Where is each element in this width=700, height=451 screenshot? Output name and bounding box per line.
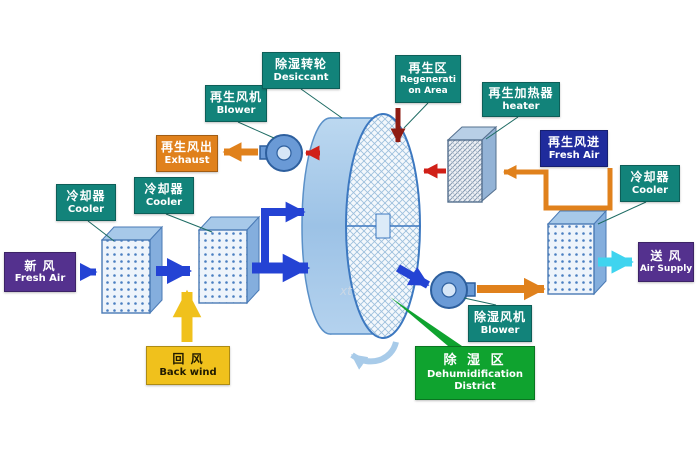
label-back-wind: 回 风 Back wind	[146, 346, 230, 385]
label-connectors	[87, 88, 647, 306]
district-pointer-wedge	[390, 297, 462, 346]
label-regen-fresh-air: 再生风进 Fresh Air	[540, 130, 608, 167]
cooler-unit-3	[546, 209, 608, 296]
back-wind-en: Back wind	[159, 366, 217, 378]
label-regen-blower: 再生风机 Blower	[205, 85, 267, 122]
regen-area-zh: 再生区	[408, 60, 448, 75]
desiccant-wheel	[301, 113, 421, 339]
air-supply-zh: 送 风	[650, 249, 682, 264]
heater-unit	[446, 125, 498, 203]
regen-area-en1: Regenerati	[400, 75, 456, 86]
cooler-3-en: Cooler	[631, 184, 669, 196]
dehumid-blower-en: Blower	[480, 324, 520, 336]
label-heater: 再生加热器 heater	[482, 82, 560, 117]
cooler-1-zh: 冷却器	[66, 189, 106, 204]
fresh-air-inlet-zh: 新 风	[24, 258, 56, 273]
air-supply-en: Air Supply	[639, 263, 693, 274]
cooler-2-zh: 冷却器	[144, 182, 184, 197]
back-wind-zh: 回 风	[172, 352, 204, 367]
label-air-supply: 送 风 Air Supply	[638, 242, 694, 282]
dehumid-district-zh: 除 湿 区	[443, 352, 507, 368]
regen-blower-en: Blower	[216, 104, 256, 116]
cooler-unit-2	[197, 215, 261, 305]
label-cooler-1: 冷却器 Cooler	[56, 184, 116, 221]
wheel-upper-inlet-arrow	[261, 201, 306, 266]
regen-blower-zh: 再生风机	[209, 90, 262, 105]
label-desiccant-wheel: 除湿转轮 Desiccant	[262, 52, 340, 89]
label-exhaust: 再生风出 Exhaust	[156, 135, 218, 172]
dehumid-blower-fan	[430, 271, 476, 309]
wheel-hub	[375, 213, 391, 239]
label-dehumidification-district: 除 湿 区 Dehumidification District	[415, 346, 535, 400]
label-cooler-2: 冷却器 Cooler	[134, 177, 194, 214]
label-dehumid-blower: 除湿风机 Blower	[468, 305, 532, 342]
exhaust-zh: 再生风出	[160, 140, 213, 155]
cooler-2-en: Cooler	[145, 196, 183, 208]
label-regeneration-area: 再生区 Regenerati on Area	[395, 55, 461, 103]
cooler-3-zh: 冷却器	[630, 170, 670, 185]
regen-blower-fan	[259, 134, 303, 172]
desiccant-en: Desiccant	[273, 71, 329, 83]
heater-zh: 再生加热器	[488, 86, 554, 101]
regen-area-en2: on Area	[408, 86, 448, 97]
label-cooler-3: 冷却器 Cooler	[620, 165, 680, 202]
desiccant-zh: 除湿转轮	[274, 57, 327, 72]
fresh-air-inlet-en: Fresh Air	[14, 273, 66, 285]
regen-air-duct-arrow	[503, 164, 613, 211]
label-fresh-air-inlet: 新 风 Fresh Air	[4, 252, 76, 292]
dehumid-blower-zh: 除湿风机	[473, 310, 526, 325]
cooler-1-en: Cooler	[67, 203, 105, 215]
cooler-unit-1	[100, 225, 164, 315]
wheel-to-blower-arrow	[396, 264, 430, 289]
dehumid-district-en1: Dehumidification	[426, 368, 524, 380]
regen-fresh-air-zh: 再生风进	[547, 135, 600, 150]
exhaust-en: Exhaust	[164, 154, 210, 166]
dehumid-district-en2: District	[454, 380, 496, 392]
heater-en: heater	[502, 100, 540, 112]
regen-fresh-air-en: Fresh Air	[548, 149, 600, 161]
wheel-rotation-arrow	[350, 341, 399, 370]
